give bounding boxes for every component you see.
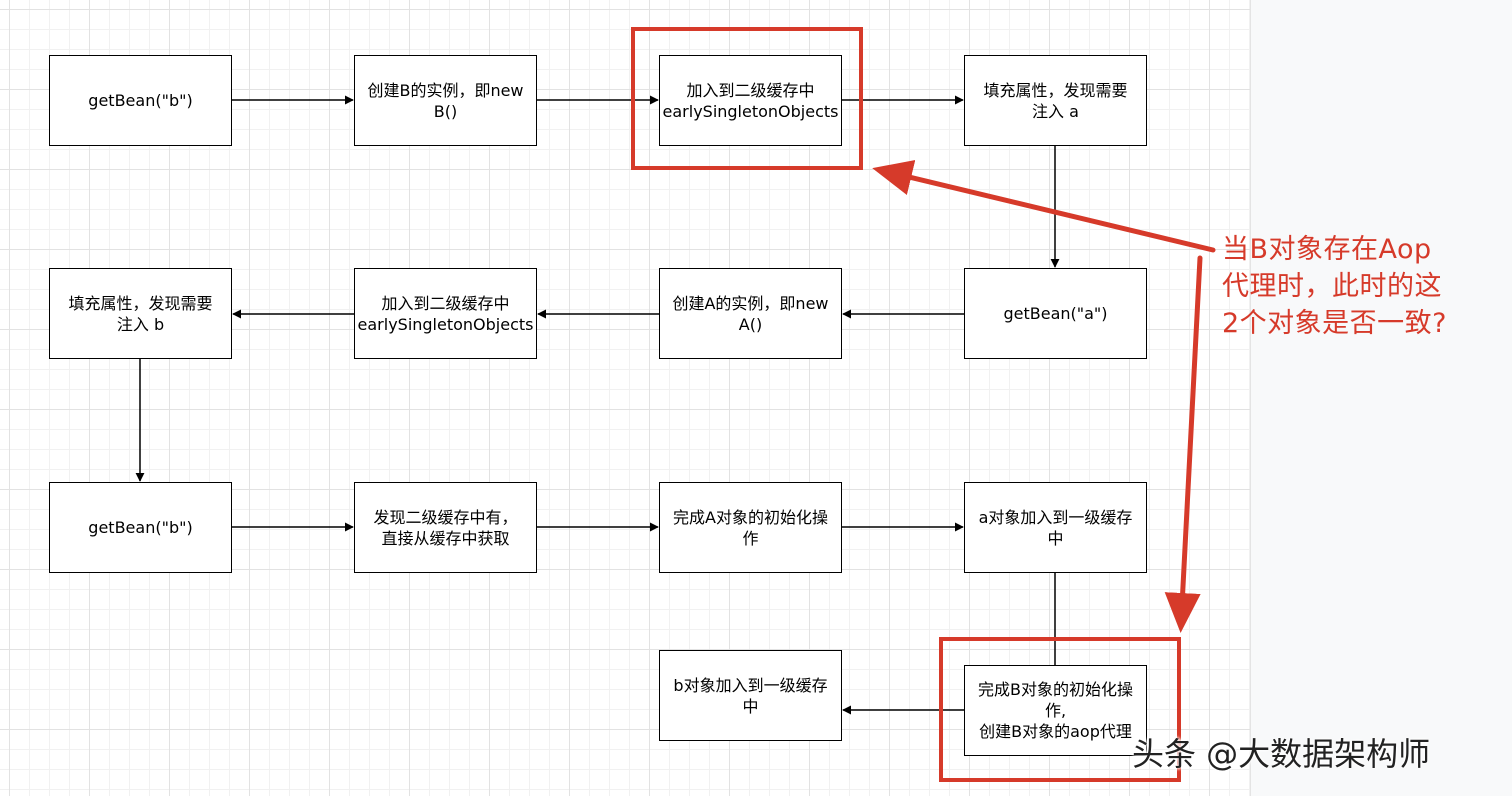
- highlight-early-cache-box: [631, 27, 863, 170]
- node-create-a-instance[interactable]: 创建A的实例，即new A(): [659, 268, 842, 359]
- node-getbean-b-2[interactable]: getBean("b"): [49, 482, 232, 573]
- node-finish-b-init-aop[interactable]: 完成B对象的初始化操 作, 创建B对象的aop代理: [964, 665, 1147, 756]
- node-getbean-b-1[interactable]: getBean("b"): [49, 55, 232, 146]
- side-panel: [1250, 0, 1512, 796]
- annotation-text: 当B对象存在Aop 代理时，此时的这 2个对象是否一致?: [1222, 234, 1448, 339]
- node-b-populate-inject-a[interactable]: 填充属性，发现需要 注入 a: [964, 55, 1147, 146]
- node-a-populate-inject-b[interactable]: 填充属性，发现需要 注入 b: [49, 268, 232, 359]
- node-a-add-singleton-cache[interactable]: a对象加入到一级缓存 中: [964, 482, 1147, 573]
- node-create-b-instance[interactable]: 创建B的实例，即new B(): [354, 55, 537, 146]
- node-getbean-a[interactable]: getBean("a"): [964, 268, 1147, 359]
- node-found-in-early-cache[interactable]: 发现二级缓存中有， 直接从缓存中获取: [354, 482, 537, 573]
- node-b-add-early-cache[interactable]: 加入到二级缓存中 earlySingletonObjects: [659, 55, 842, 146]
- node-a-add-early-cache[interactable]: 加入到二级缓存中 earlySingletonObjects: [354, 268, 537, 359]
- node-b-add-singleton-cache[interactable]: b对象加入到一级缓存 中: [659, 650, 842, 741]
- node-finish-a-init[interactable]: 完成A对象的初始化操 作: [659, 482, 842, 573]
- watermark: 头条 @大数据架构师: [1132, 735, 1431, 773]
